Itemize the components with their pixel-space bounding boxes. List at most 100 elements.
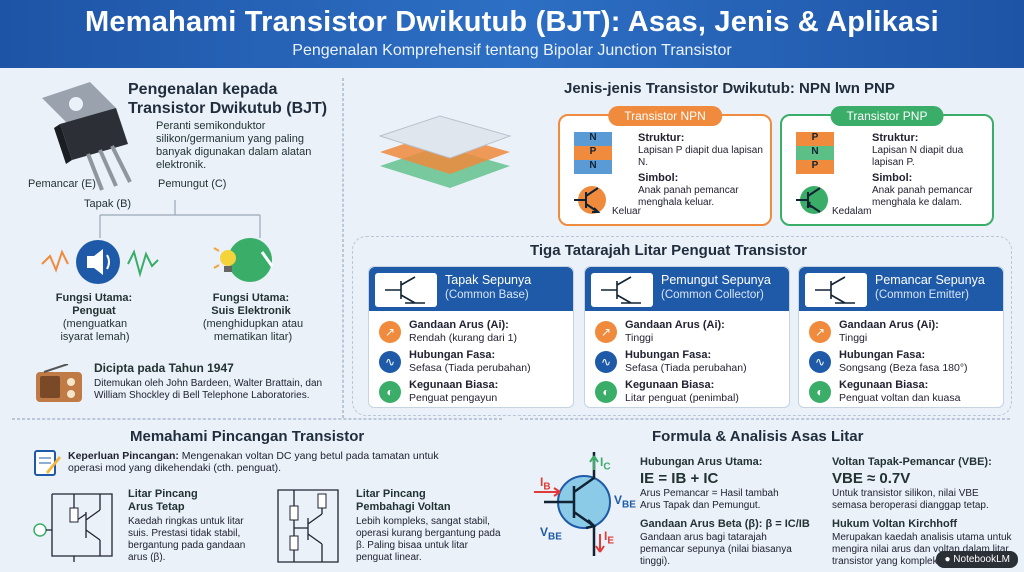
func2-title-a: Fungsi Utama:	[212, 292, 290, 304]
intro-title: Pengenalan kepada Transistor Dwikutub (B…	[128, 80, 327, 118]
config-row-value: Litar penguat (penimbal)	[625, 392, 739, 404]
func1-title: Fungsi Utama: Penguat	[44, 292, 144, 318]
func2-desc: (menghidupkan atau mematikan litar)	[202, 318, 304, 343]
bias-title: Memahami Pincangan Transistor	[130, 428, 365, 445]
config-name: Pemancar Sepunya	[875, 273, 985, 287]
year-title: Dicipta pada Tahun 1947	[94, 361, 234, 375]
pin-collector-label: Pemungut (C)	[158, 178, 227, 190]
config-card: Pemungut Sepunya(Common Collector) ↗ Ganda…	[584, 266, 790, 408]
config-card: Pemancar Sepunya(Common Emitter)↗Gandaan…	[798, 266, 1004, 408]
config-row-title: Kegunaan Biasa:	[625, 379, 715, 391]
label-ic: IC	[600, 455, 611, 473]
bias-need-desc: Mengenakan voltan DC yang betul pada tam…	[68, 450, 439, 474]
volume-icon: ◐	[809, 381, 831, 403]
transistor-illustration	[42, 82, 132, 191]
pnp-symbol-icon	[796, 186, 828, 214]
pnp-struct-title: Struktur:	[872, 132, 919, 144]
config-card-title: Tapak Sepunya(Common Base)	[445, 273, 531, 303]
npn-arrow-label: Keluar	[612, 206, 641, 217]
pnp-layers: P N P	[796, 132, 834, 174]
label-ib-text: I	[540, 475, 544, 489]
config-row-value: Tinggi	[625, 332, 654, 344]
config-sub: (Common Base)	[445, 289, 529, 301]
config-card-header: Tapak Sepunya(Common Base)	[369, 267, 573, 311]
kvl-desc: Merupakan kaedah analisis utama untuk me…	[832, 532, 1012, 567]
label-vbe-right: VBE	[614, 493, 636, 511]
fixed-bias-circuit	[33, 493, 113, 562]
config-row-title: Kegunaan Biasa:	[839, 379, 929, 391]
trend-icon: ↗	[595, 321, 617, 343]
npn-sym-title: Simbol:	[638, 172, 679, 184]
pnp-arrow-label: Kedalam	[832, 206, 872, 217]
page-title: Memahami Transistor Dwikutub (BJT): Asas…	[85, 6, 939, 38]
pnp-label: Transistor PNP	[830, 106, 944, 126]
fixed-title-b: Arus Tetap	[128, 501, 185, 513]
divider-desc: Lebih kompleks, sangat stabil, operasi k…	[356, 516, 501, 563]
intro-title-line1: Pengenalan kepada	[128, 81, 278, 98]
config-card: Tapak Sepunya(Common Base)↗Gandaan Arus …	[368, 266, 574, 408]
layer-stack-illustration	[378, 115, 512, 188]
vbe-eq: VBE ≈ 0.7V	[832, 470, 911, 487]
config-card-header: Pemungut Sepunya(Common Collector)	[585, 267, 789, 311]
divider	[342, 78, 344, 418]
pnp-card: Transistor PNP P N P Kedalam Struktur: L…	[780, 106, 994, 226]
fixed-title: Litar Pincang Arus Tetap	[128, 488, 198, 514]
pin-emitter-label: Pemancar (E)	[28, 178, 96, 190]
config-row-value: Songsang (Beza fasa 180°)	[839, 362, 968, 374]
watermark: ● NotebookLM	[936, 551, 1018, 568]
npn-card: Transistor NPN N P N Keluar Struktur: La…	[558, 106, 772, 226]
branch-lines	[99, 200, 261, 238]
volume-icon: ◐	[379, 381, 401, 403]
radio-icon	[36, 364, 82, 402]
relation-title: Hubungan Arus Utama:	[640, 456, 763, 468]
config-sub: (Common Collector)	[661, 289, 764, 301]
wave-icon: ∿	[809, 351, 831, 373]
config-row-value: Penguat voltan dan kuasa	[839, 392, 961, 404]
config-row-value: Rendah (kurang dari 1)	[409, 332, 517, 344]
npn-layers: N P N	[574, 132, 612, 174]
circuit-symbol-icon	[375, 273, 437, 307]
configs-title: Tiga Tatarajah Litar Penguat Transistor	[530, 242, 808, 259]
bias-need-title: Keperluan Pincangan:	[68, 450, 179, 462]
pnp-sym-title: Simbol:	[872, 172, 913, 184]
label-ie-text: I	[604, 529, 608, 543]
circuit-symbol-icon	[805, 273, 867, 307]
npn-layer-2: P	[574, 146, 612, 160]
bias-need: Keperluan Pincangan: Mengenakan voltan D…	[68, 450, 468, 474]
relation-desc: Arus Pemancar = Hasil tambah Arus Tapak …	[640, 488, 779, 511]
beta-desc: Gandaan arus bagi tatarajah pemancar sep…	[640, 532, 792, 567]
config-row-title: Hubungan Fasa:	[839, 349, 926, 361]
divider	[12, 418, 502, 420]
volume-icon: ◐	[595, 381, 617, 403]
vbe-title: Voltan Tapak-Pemancar (VBE):	[832, 456, 992, 468]
divider-bias-circuit	[277, 489, 339, 563]
divider	[520, 418, 1010, 420]
fixed-desc: Kaedah ringkas untuk litar suis. Prestas…	[128, 516, 246, 563]
npn-sym-desc: Anak panah pemancar menghala keluar.	[638, 185, 739, 208]
config-row-value: Sefasa (Tiada perubahan)	[625, 362, 747, 374]
wave-icon: ∿	[379, 351, 401, 373]
kvl-title: Hukum Voltan Kirchhoff	[832, 518, 958, 530]
watermark-icon: ●	[944, 554, 951, 565]
config-row-title: Gandaan Arus (Ai):	[409, 319, 509, 331]
config-row-title: Gandaan Arus (Ai):	[625, 319, 725, 331]
relation-eq-rest: E = IB + IC	[644, 470, 719, 487]
config-row-title: Gandaan Arus (Ai):	[839, 319, 939, 331]
bulb-switch-icon	[213, 238, 274, 282]
speaker-icon	[41, 240, 159, 284]
config-row-title: Hubungan Fasa:	[625, 349, 712, 361]
npn-struct-desc: Lapisan P diapit dua lapisan N.	[638, 145, 763, 168]
divider-title-a: Litar Pincang	[356, 488, 426, 500]
page-subtitle: Pengenalan Komprehensif tentang Bipolar …	[292, 42, 732, 59]
pnp-layer-1: P	[796, 132, 834, 146]
pin-base-label: Tapak (B)	[84, 198, 132, 210]
fixed-title-a: Litar Pincang	[128, 488, 198, 500]
pnp-sym-desc: Anak panah pemancar menghala ke dalam.	[872, 185, 973, 208]
year-desc: Ditemukan oleh John Bardeen, Walter Brat…	[94, 378, 323, 401]
transistor-currents-diagram	[534, 452, 611, 556]
label-ic-text: I	[600, 455, 604, 469]
npn-layer-3: N	[574, 160, 612, 174]
config-row-title: Hubungan Fasa:	[409, 349, 496, 361]
configs-panel	[352, 236, 1012, 416]
intro-title-line2: Transistor Dwikutub (BJT)	[128, 100, 328, 117]
